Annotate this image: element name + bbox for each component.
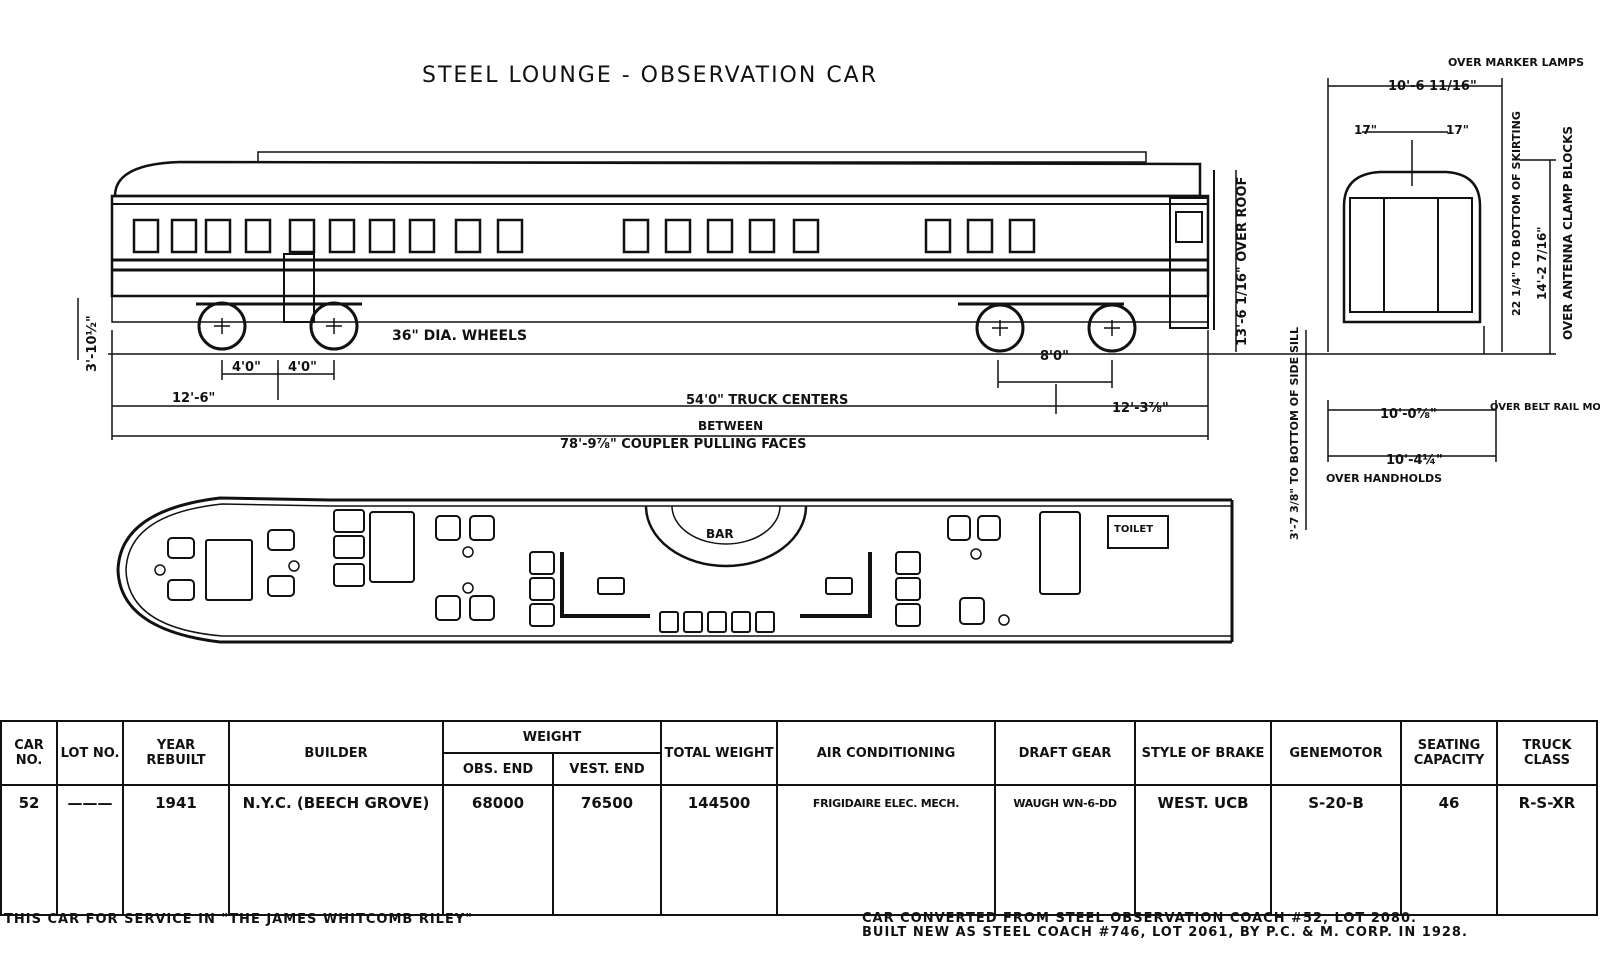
cell-car-no: 52 [0,784,58,916]
converted-note: CAR CONVERTED FROM STEEL OBSERVATION COA… [862,911,1417,926]
car-drawing: STEEL LOUNGE - OBSERVATION CAR [77,56,1600,644]
skirting-label: 22 1/4" TO BOTTOM OF SKIRTING [1510,111,1523,316]
header-brake: STYLE OF BRAKE [1134,720,1273,786]
cell-draft-gear: WAUGH WN-6-DD [994,784,1137,916]
header-car-no: CAR NO. [0,720,58,786]
cell-truck-class: R-S-XR [1496,784,1599,916]
wheelbase-rear-label: 8'0" [1040,349,1069,364]
antenna-height-label: 14'-2 7/16" [1535,226,1549,300]
service-note: THIS CAR FOR SERVICE IN "THE JAMES WHITC… [4,912,474,927]
antenna-note-label: OVER ANTENNA CLAMP BLOCKS [1561,126,1575,340]
spacing-right-label: 17" [1446,123,1469,137]
overall-length-label: 78'-9⅞" COUPLER PULLING FACES [560,437,806,452]
handholds-note-label: OVER HANDHOLDS [1326,472,1442,485]
belt-width-label: 10'-0⅞" [1380,407,1437,422]
side-sill-label: 3'-7 3/8" TO BOTTOM OF SIDE SILL [1288,327,1301,540]
marker-width-label: 10'-6 11/16" [1388,79,1477,94]
header-lot-no: LOT NO. [56,720,124,786]
cell-air-conditioning: FRIGIDAIRE ELEC. MECH. [776,784,997,916]
spec-table: CAR NO. LOT NO. YEAR REBUILT BUILDER WEI… [0,720,1599,916]
built-note: BUILT NEW AS STEEL COACH #746, LOT 2061,… [862,925,1468,940]
floor-plan [116,496,1234,644]
header-air-conditioning: AIR CONDITIONING [776,720,997,786]
cell-vest-end: 76500 [551,784,663,916]
header-total-weight: TOTAL WEIGHT [660,720,779,786]
table-row: 52 ——— 1941 N.Y.C. (BEECH GROVE) 68000 7… [0,784,1599,916]
roof-height-label: 13'-6 1/16" OVER ROOF [1235,177,1250,346]
cell-builder: N.Y.C. (BEECH GROVE) [228,784,444,916]
cell-brake: WEST. UCB [1134,784,1273,916]
cell-lot-no: ——— [56,784,124,916]
cell-year: 1941 [122,784,230,916]
end-elevation [1305,78,1556,530]
cell-genemotor: S-20-B [1270,784,1403,916]
cell-obs-end: 68000 [442,784,554,916]
header-genemotor: GENEMOTOR [1270,720,1403,786]
drawing-title: STEEL LOUNGE - OBSERVATION CAR [422,63,878,88]
between-label: BETWEEN [698,419,763,433]
header-year: YEAR REBUILT [122,720,230,786]
side-elevation [77,151,1556,440]
marker-note-label: OVER MARKER LAMPS [1448,56,1584,69]
belt-note-label: OVER BELT RAIL MOULDINGS [1490,402,1600,413]
header-draft-gear: DRAFT GEAR [994,720,1137,786]
header-obs-end: OBS. END [442,752,554,786]
toilet-label: TOILET [1114,524,1153,535]
bar-label: BAR [706,527,734,541]
conversion-note: CAR CONVERTED FROM STEEL OBSERVATION COA… [862,912,1468,940]
front-overhang-label: 12'-6" [172,391,215,406]
cell-seating: 46 [1400,784,1499,916]
header-seating: SEATING CAPACITY [1400,720,1499,786]
wheelbase-b-label: 4'0" [288,360,317,375]
rail-height-label: 3'-10½" [85,315,100,372]
header-builder: BUILDER [228,720,444,786]
header-weight: WEIGHT [441,720,663,754]
wheelbase-a-label: 4'0" [232,360,261,375]
cell-total-weight: 144500 [660,784,779,916]
header-truck-class: TRUCK CLASS [1496,720,1599,786]
wheels-label: 36" DIA. WHEELS [392,328,527,344]
header-vest-end: VEST. END [551,752,663,786]
handholds-width-label: 10'-4¼" [1386,453,1443,468]
rear-overhang-label: 12'-3⅞" [1112,401,1169,416]
spacing-left-label: 17" [1354,123,1377,137]
truck-centers-label: 54'0" TRUCK CENTERS [686,393,848,408]
